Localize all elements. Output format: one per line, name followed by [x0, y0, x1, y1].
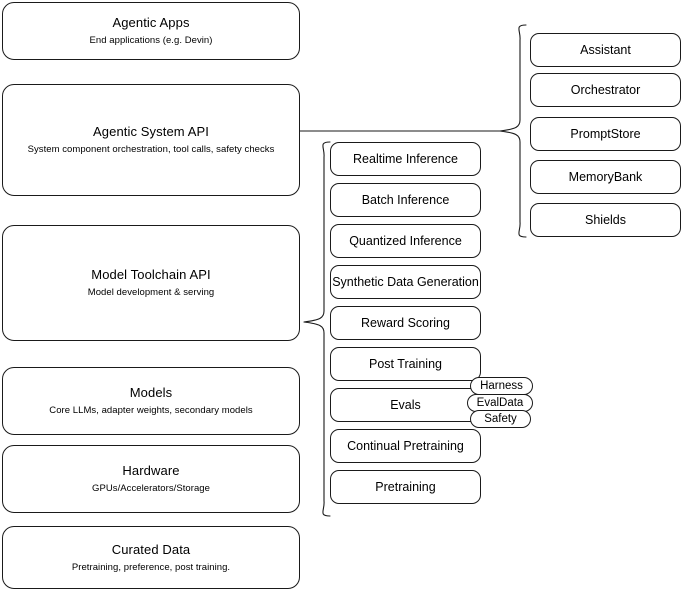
system-component-label: PromptStore — [570, 126, 641, 141]
toolchain-capabilities-brace — [303, 141, 331, 517]
capability-label: Continual Pretraining — [347, 438, 464, 453]
capability-label: Post Training — [369, 356, 442, 371]
layer-subtitle: Model development & serving — [87, 287, 215, 298]
eval-pill-label: Harness — [480, 379, 523, 392]
system-component-box-orchestrator[interactable]: Orchestrator — [530, 73, 681, 107]
system-component-box-promptstore[interactable]: PromptStore — [530, 117, 681, 151]
capability-box-continual-pretraining[interactable]: Continual Pretraining — [330, 429, 481, 463]
layer-subtitle: End applications (e.g. Devin) — [89, 35, 213, 46]
system-component-box-memorybank[interactable]: MemoryBank — [530, 160, 681, 194]
system-component-label: Shields — [585, 212, 626, 227]
layer-box-model-toolchain-api[interactable]: Model Toolchain API Model development & … — [2, 225, 300, 341]
capability-label: Batch Inference — [361, 192, 450, 207]
layer-title: Curated Data — [111, 541, 191, 557]
layer-title: Models — [129, 385, 173, 400]
system-component-label: Orchestrator — [570, 82, 641, 97]
capability-box-synthetic-data-generation[interactable]: Synthetic Data Generation — [330, 265, 481, 299]
eval-pill-label: Safety — [484, 412, 517, 425]
capability-box-pretraining[interactable]: Pretraining — [330, 470, 481, 504]
system-components-brace — [499, 24, 527, 238]
capability-box-reward-scoring[interactable]: Reward Scoring — [330, 306, 481, 340]
layer-subtitle: GPUs/Accelerators/Storage — [92, 483, 210, 494]
system-component-box-assistant[interactable]: Assistant — [530, 33, 681, 67]
capability-label: Realtime Inference — [353, 151, 458, 166]
capability-label: Reward Scoring — [361, 315, 450, 330]
capability-box-realtime-inference[interactable]: Realtime Inference — [330, 142, 481, 176]
layer-box-models[interactable]: Models Core LLMs, adapter weights, secon… — [2, 367, 300, 435]
eval-pill-label: EvalData — [476, 396, 524, 409]
eval-pill-safety[interactable]: Safety — [470, 410, 531, 428]
layer-title: Hardware — [122, 463, 180, 478]
system-component-box-shields[interactable]: Shields — [530, 203, 681, 237]
capability-label: Evals — [390, 397, 421, 412]
system-component-label: MemoryBank — [568, 169, 643, 184]
layer-subtitle: System component orchestration, tool cal… — [27, 144, 275, 155]
system-component-label: Assistant — [580, 42, 631, 57]
capability-box-quantized-inference[interactable]: Quantized Inference — [330, 224, 481, 258]
layer-title: Agentic Apps — [112, 15, 190, 30]
layer-title: Agentic System API — [93, 124, 209, 139]
capability-box-post-training[interactable]: Post Training — [330, 347, 481, 381]
layer-title: Model Toolchain API — [91, 267, 211, 282]
capability-label: Quantized Inference — [349, 233, 462, 248]
layer-box-hardware[interactable]: Hardware GPUs/Accelerators/Storage — [2, 445, 300, 513]
layer-box-agentic-apps[interactable]: Agentic Apps End applications (e.g. Devi… — [2, 2, 300, 60]
capability-box-evals[interactable]: Evals — [330, 388, 481, 422]
layer-box-curated-data[interactable]: Curated Data Pretraining, preference, po… — [2, 526, 300, 589]
layer-subtitle: Core LLMs, adapter weights, secondary mo… — [49, 405, 253, 416]
capability-box-batch-inference[interactable]: Batch Inference — [330, 183, 481, 217]
layer-subtitle: Pretraining, preference, post training. — [71, 561, 231, 573]
capability-label: Synthetic Data Generation — [332, 274, 479, 289]
capability-label: Pretraining — [375, 479, 436, 494]
eval-pill-harness[interactable]: Harness — [470, 377, 533, 395]
layer-box-agentic-system-api[interactable]: Agentic System API System component orch… — [2, 84, 300, 196]
